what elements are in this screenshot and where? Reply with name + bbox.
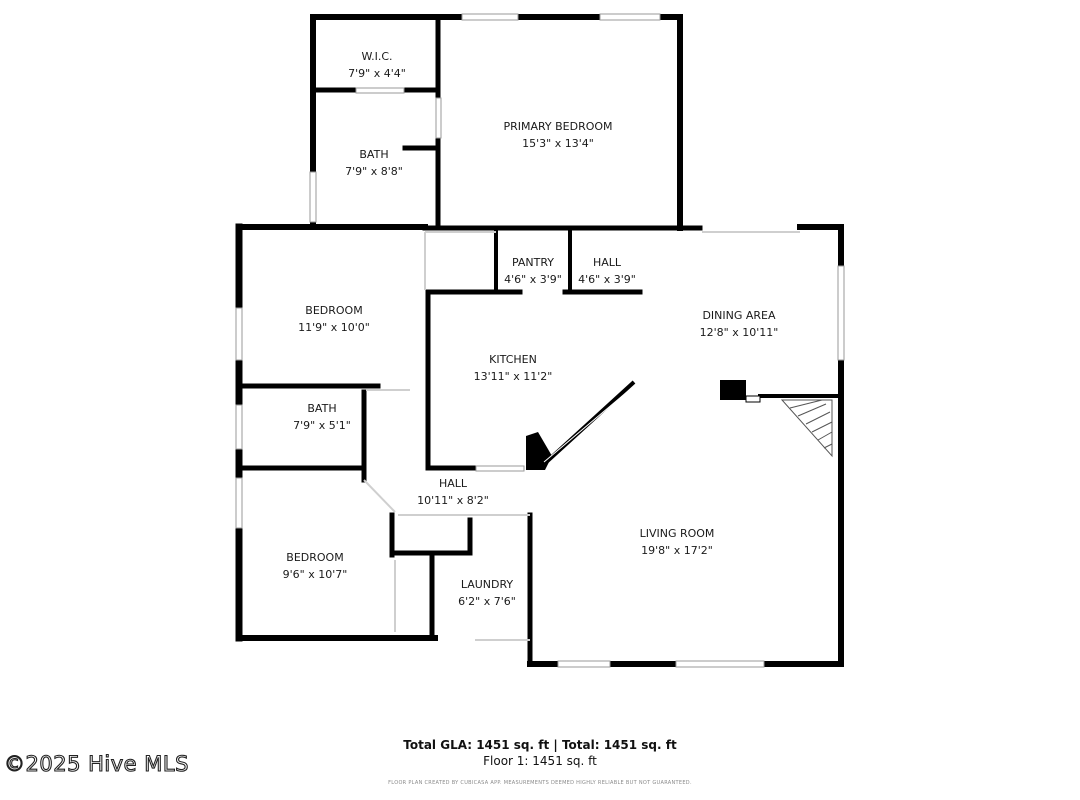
- room-labels: W.I.C. 7'9" x 4'4" BATH 7'9" x 8'8" PRIM…: [283, 50, 779, 608]
- disclaimer-text: FLOOR PLAN CREATED BY CUBICASA APP. MEAS…: [388, 780, 692, 786]
- walls: [235, 14, 844, 667]
- floor-area-summary: Floor 1: 1451 sq. ft: [483, 754, 597, 768]
- room-dining-area-name: DINING AREA: [702, 309, 776, 322]
- room-living-room-name: LIVING ROOM: [640, 527, 715, 540]
- room-hall-main-dims: 10'11" x 8'2": [417, 494, 489, 507]
- stairs: [780, 399, 833, 458]
- room-wic-name: W.I.C.: [361, 50, 392, 63]
- room-pantry-name: PANTRY: [512, 256, 554, 269]
- room-bath-2-dims: 7'9" x 5'1": [293, 419, 351, 432]
- room-pantry-dims: 4'6" x 3'9": [504, 273, 562, 286]
- room-living-room-dims: 19'8" x 17'2": [641, 544, 713, 557]
- room-bedroom-1-dims: 11'9" x 10'0": [298, 321, 370, 334]
- room-bedroom-2-dims: 9'6" x 10'7": [283, 568, 348, 581]
- room-laundry-name: LAUNDRY: [461, 578, 514, 591]
- room-bath-primary-dims: 7'9" x 8'8": [345, 165, 403, 178]
- room-primary-bedroom-name: PRIMARY BEDROOM: [503, 120, 612, 133]
- floor-plan: W.I.C. 7'9" x 4'4" BATH 7'9" x 8'8" PRIM…: [235, 13, 845, 668]
- room-wic-dims: 7'9" x 4'4": [348, 67, 406, 80]
- thin-walls: [363, 231, 800, 641]
- room-bedroom-1-name: BEDROOM: [305, 304, 362, 317]
- windows: [235, 13, 845, 668]
- room-dining-area-dims: 12'8" x 10'11": [700, 326, 779, 339]
- room-kitchen-dims: 13'11" x 11'2": [474, 370, 553, 383]
- fixtures: [526, 380, 761, 470]
- watermark: ©2025 Hive MLS: [3, 751, 189, 776]
- room-bedroom-2-name: BEDROOM: [286, 551, 343, 564]
- room-laundry-dims: 6'2" x 7'6": [458, 595, 516, 608]
- room-hall-main-name: HALL: [439, 477, 468, 490]
- fireplace-block: [526, 432, 552, 470]
- room-bath-primary-name: BATH: [359, 148, 388, 161]
- room-hall-upper-name: HALL: [593, 256, 622, 269]
- room-hall-upper-dims: 4'6" x 3'9": [578, 273, 636, 286]
- room-kitchen-name: KITCHEN: [489, 353, 537, 366]
- room-bath-2-name: BATH: [307, 402, 336, 415]
- column-block: [720, 380, 746, 400]
- room-primary-bedroom-dims: 15'3" x 13'4": [522, 137, 594, 150]
- total-area-summary: Total GLA: 1451 sq. ft | Total: 1451 sq.…: [403, 738, 677, 752]
